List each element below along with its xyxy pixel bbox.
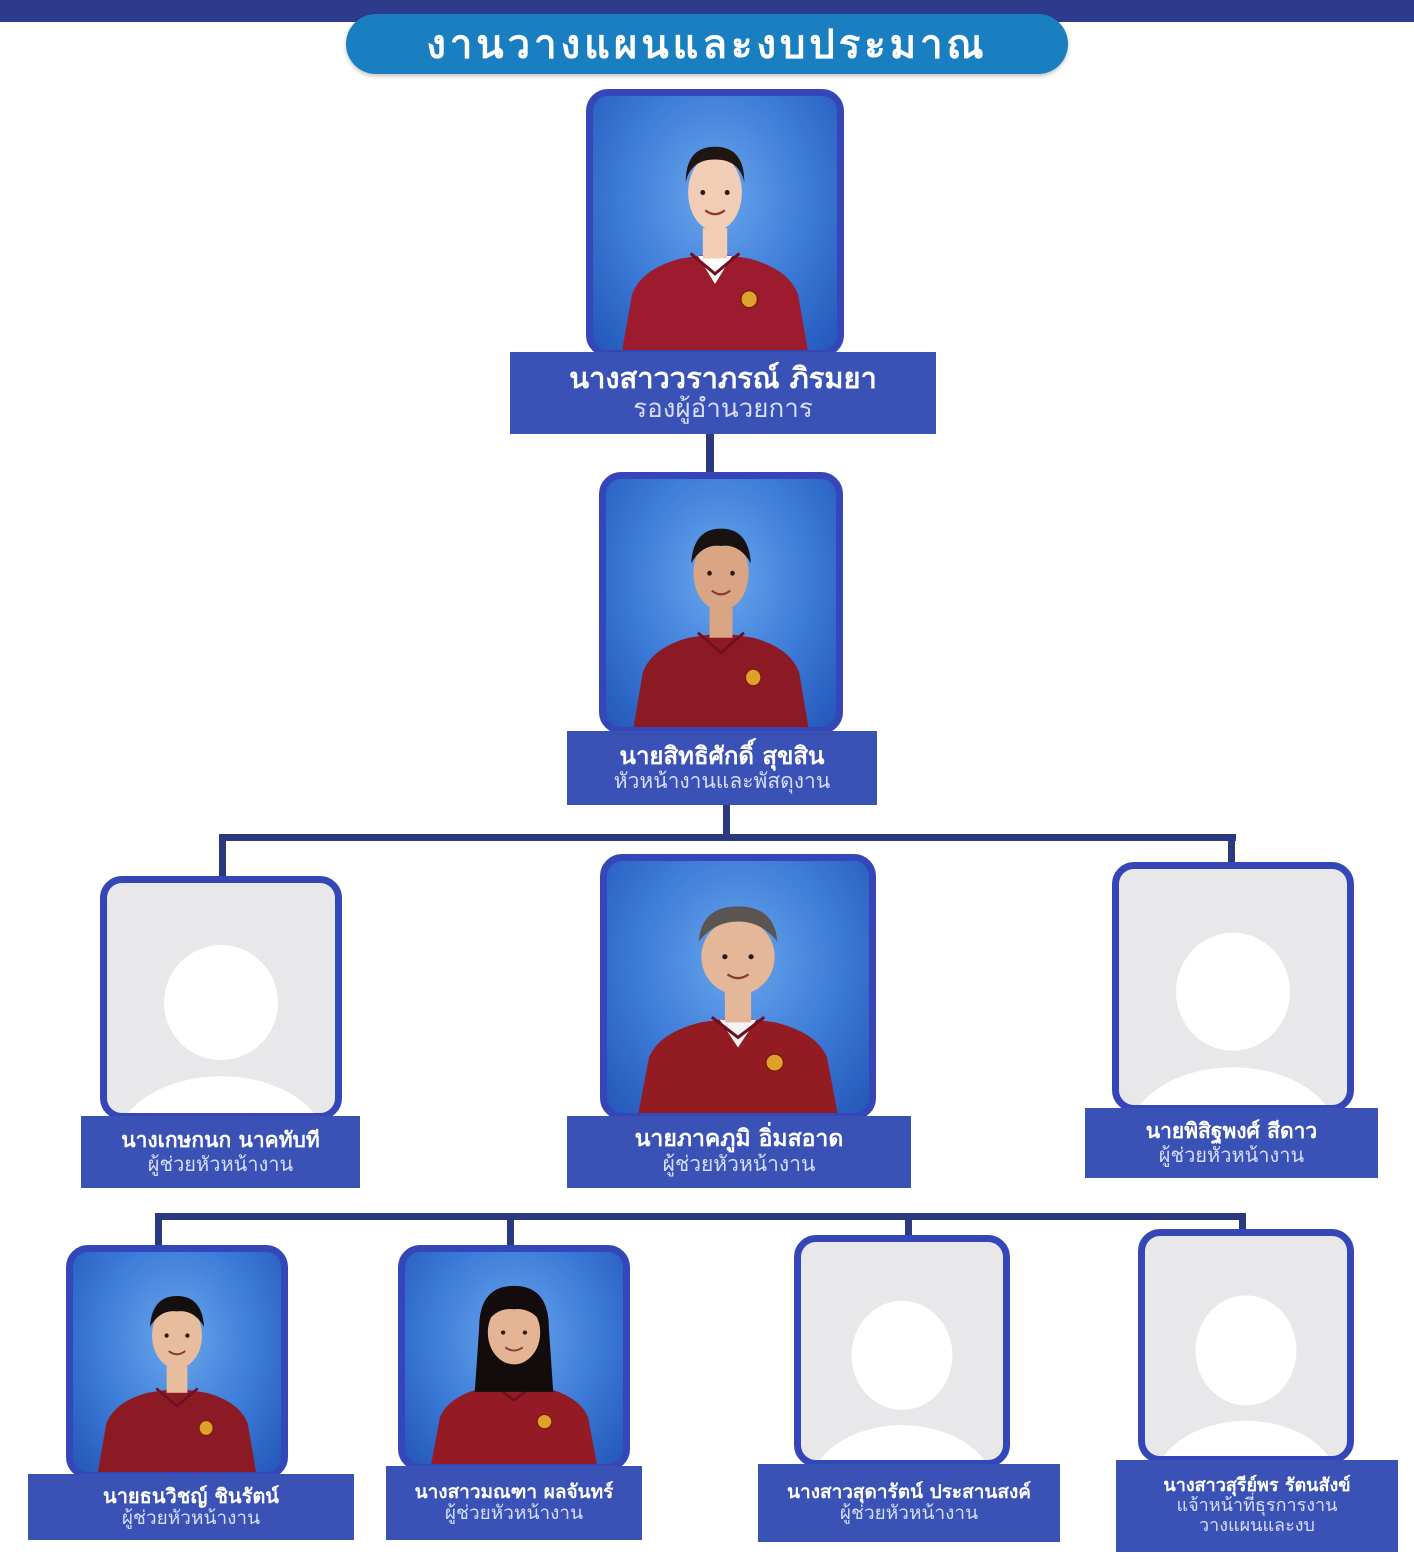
- avatar-placeholder-icon: [128, 945, 314, 1113]
- nameplate: นางเกษกนก นาคทับที ผู้ช่วยหัวหน้างาน: [81, 1116, 360, 1188]
- connector-line: [905, 1213, 912, 1237]
- nameplate: นายสิทธิศักดิ์ สุขสิน หัวหน้างานและพัสดุ…: [567, 731, 877, 805]
- person-name: นางสาวสุรีย์พร รัตนสังข์: [1163, 1474, 1351, 1496]
- person-role: รองผู้อำนวยการ: [633, 393, 813, 424]
- person-name: นายสิทธิศักดิ์ สุขสิน: [619, 741, 825, 770]
- top-bar: [0, 0, 1414, 22]
- person-name: นางสาวมณฑา ผลจันทร์: [414, 1480, 614, 1503]
- avatar-placeholder-icon: [819, 1300, 985, 1460]
- photo-card: [1138, 1229, 1354, 1463]
- person-role: หัวหน้างานและพัสดุงาน: [613, 768, 831, 793]
- photo-card: [794, 1235, 1010, 1467]
- person-role: ผู้ช่วยหัวหน้างาน: [1158, 1142, 1305, 1167]
- connector-line: [155, 1213, 162, 1247]
- photo-card: [586, 89, 844, 357]
- page-title: งานวางแผนและงบประมาณ: [346, 14, 1068, 74]
- connector-line: [706, 434, 714, 476]
- person-name: นายพิสิฐพงศ์ สีดาว: [1145, 1119, 1318, 1144]
- nameplate: นายพิสิฐพงศ์ สีดาว ผู้ช่วยหัวหน้างาน: [1085, 1108, 1378, 1178]
- person-name: นางสาววราภรณ์ ภิรมยา: [569, 361, 877, 396]
- connector-line: [723, 804, 730, 836]
- person-role: ผู้ช่วยหัวหน้างาน: [444, 1502, 584, 1524]
- portrait-photo: [622, 146, 808, 350]
- nameplate: นางสาวสุรีย์พร รัตนสังข์ แจ้าหน้าที่ธุรก…: [1116, 1460, 1398, 1552]
- avatar-placeholder-icon: [1163, 1295, 1329, 1456]
- portrait-photo: [431, 1285, 597, 1464]
- photo-card: [1112, 862, 1354, 1112]
- person-name: นางเกษกนก นาคทับที: [121, 1128, 320, 1153]
- nameplate: นางสาววราภรณ์ ภิรมยา รองผู้อำนวยการ: [510, 352, 936, 434]
- nameplate: นายธนวิชญ์ ชินรัตน์ ผู้ช่วยหัวหน้างาน: [28, 1474, 354, 1540]
- nameplate: นางสาวสุดารัตน์ ประสานสงค์ ผู้ช่วยหัวหน้…: [758, 1464, 1060, 1542]
- photo-card: [398, 1245, 630, 1471]
- avatar-placeholder-icon: [1140, 932, 1326, 1105]
- person-role: ผู้ช่วยหัวหน้างาน: [147, 1151, 294, 1176]
- person-name: นายภาคภูมิ อิ่มสอาด: [634, 1126, 844, 1153]
- person-role: ผู้ช่วยหัวหน้างาน: [121, 1506, 261, 1529]
- person-name: นายธนวิชญ์ ชินรัตน์: [103, 1484, 279, 1509]
- connector-line: [219, 834, 1236, 841]
- photo-card: [599, 472, 843, 734]
- connector-line: [1239, 1213, 1246, 1233]
- portrait-photo: [638, 906, 838, 1113]
- connector-line: [219, 834, 226, 878]
- person-role: ผู้ช่วยหัวหน้างาน: [839, 1502, 979, 1524]
- portrait-photo: [97, 1296, 257, 1472]
- connector-line: [1228, 834, 1235, 864]
- photo-card: [600, 854, 876, 1120]
- connector-line: [155, 1213, 1246, 1220]
- portrait-photo: [633, 528, 809, 727]
- nameplate: นายภาคภูมิ อิ่มสอาด ผู้ช่วยหัวหน้างาน: [567, 1116, 911, 1188]
- person-role-line2: วางแผนและงบ: [1199, 1515, 1315, 1537]
- photo-card: [100, 876, 342, 1120]
- person-role: แจ้าหน้าที่ธุรการงาน: [1176, 1494, 1338, 1516]
- photo-card: [66, 1245, 288, 1479]
- nameplate: นางสาวมณฑา ผลจันทร์ ผู้ช่วยหัวหน้างาน: [386, 1466, 642, 1540]
- connector-line: [507, 1213, 514, 1247]
- person-role: ผู้ช่วยหัวหน้างาน: [662, 1152, 816, 1177]
- person-name: นางสาวสุดารัตน์ ประสานสงค์: [787, 1480, 1031, 1503]
